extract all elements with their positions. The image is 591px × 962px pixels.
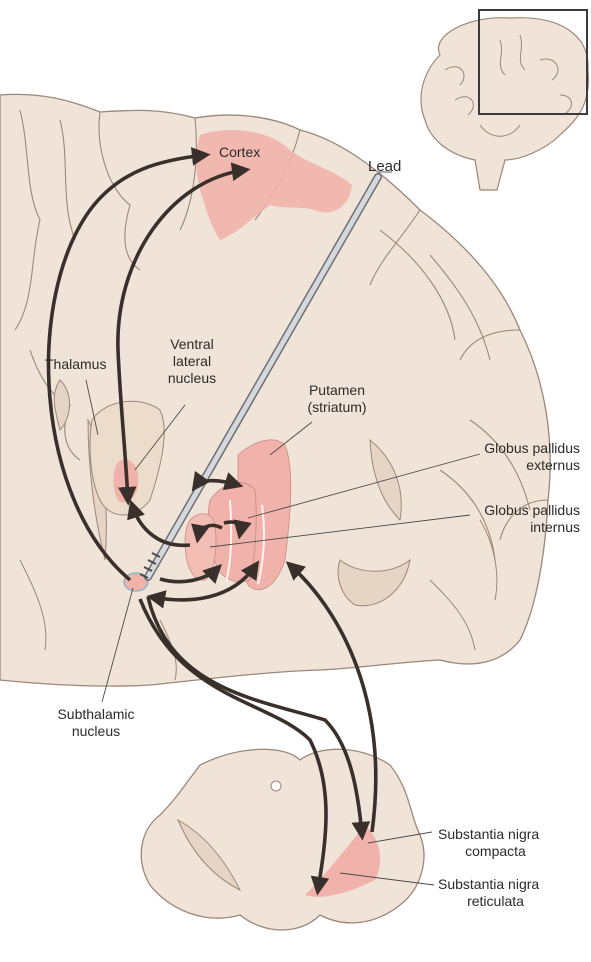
putamen-line-1: Putamen <box>298 382 376 399</box>
gp-externus-line-1: Globus pallidus <box>440 440 580 457</box>
sn-reticulata-label: Substantia nigra reticulata <box>438 876 553 910</box>
inset-brain <box>421 10 589 190</box>
putamen-label: Putamen (striatum) <box>298 382 376 416</box>
sn-compacta-line-1: Substantia nigra <box>438 826 553 843</box>
gp-internus-line-1: Globus pallidus <box>440 502 580 519</box>
gp-externus-label: Globus pallidus externus <box>440 440 580 474</box>
subthalamic-line-1: Subthalamic <box>36 706 156 723</box>
brainstem-section <box>141 749 424 930</box>
sn-reticulata-line-2: reticulata <box>438 893 553 910</box>
ventral-lateral-line-2: lateral <box>160 353 224 370</box>
gp-internus-line-2: internus <box>440 519 580 536</box>
ventral-lateral-line-3: nucleus <box>160 370 224 387</box>
cortex-label: Cortex <box>219 144 260 161</box>
putamen-line-2: (striatum) <box>298 399 376 416</box>
gp-internus-label: Globus pallidus internus <box>440 502 580 536</box>
ventral-lateral-nucleus-label: Ventral lateral nucleus <box>160 336 224 387</box>
ventral-lateral-line-1: Ventral <box>160 336 224 353</box>
thalamus-label: Thalamus <box>45 356 106 373</box>
sn-reticulata-line-1: Substantia nigra <box>438 876 553 893</box>
sn-compacta-label: Substantia nigra compacta <box>438 826 553 860</box>
subthalamic-nucleus-label: Subthalamic nucleus <box>36 706 156 740</box>
sn-compacta-line-2: compacta <box>438 843 553 860</box>
gp-externus-line-2: externus <box>440 457 580 474</box>
subthalamic-line-2: nucleus <box>36 723 156 740</box>
lead-label: Lead <box>368 158 401 175</box>
